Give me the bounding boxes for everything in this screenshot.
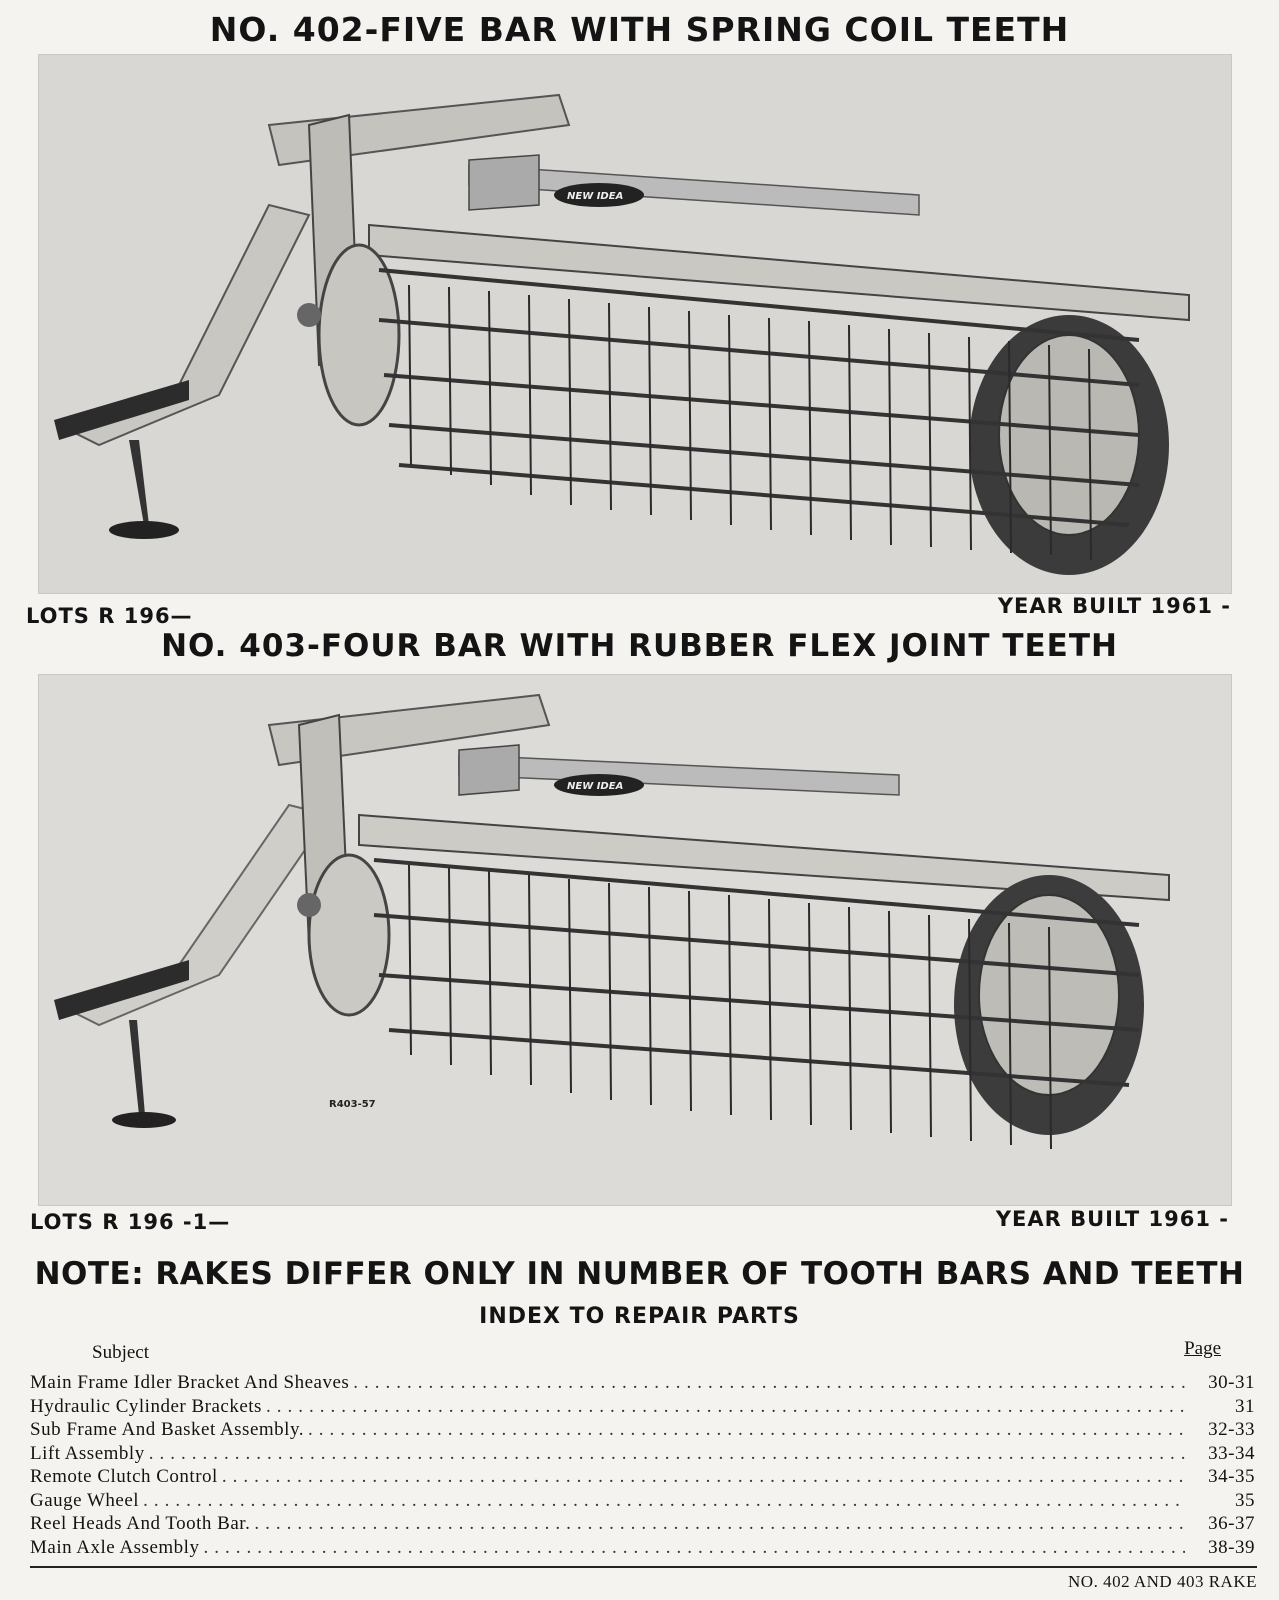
index-row: Main Frame Idler Bracket And Sheaves....… xyxy=(30,1372,1255,1396)
index-row: Remote Clutch Control...................… xyxy=(30,1466,1255,1490)
leader-dots: ........................................… xyxy=(265,1395,1185,1417)
index-row: Reel Heads And Tooth Bar................… xyxy=(30,1513,1255,1537)
rake-402-year-built: YEAR BUILT 1961 - xyxy=(997,594,1231,618)
index-page: 31 xyxy=(1235,1395,1255,1417)
index-page: 35 xyxy=(1235,1489,1255,1511)
index-subject: Hydraulic Cylinder Brackets xyxy=(30,1395,262,1417)
index-subject: Main Axle Assembly xyxy=(30,1536,200,1558)
rake-403-year-built: YEAR BUILT 1961 - xyxy=(995,1207,1229,1231)
rake-402-illustration xyxy=(39,55,1231,593)
leader-dots: ........................................… xyxy=(353,1372,1185,1393)
leader-dots: ........................................… xyxy=(307,1419,1185,1440)
new-idea-badge: NEW IDEA xyxy=(567,781,624,792)
footer-label: NO. 402 AND 403 RAKE xyxy=(1068,1572,1257,1591)
index-subject: Remote Clutch Control xyxy=(30,1466,218,1487)
rake-403-title: NO. 403-FOUR BAR WITH RUBBER FLEX JOINT … xyxy=(161,628,1118,664)
rake-402-title: NO. 402-FIVE BAR WITH SPRING COIL TEETH xyxy=(209,10,1070,49)
rake-403-illustration xyxy=(39,675,1231,1205)
leader-dots: ........................................… xyxy=(203,1536,1185,1558)
rake-402-photo: NEW IDEA xyxy=(38,54,1232,594)
index-page: 36-37 xyxy=(1208,1513,1255,1534)
leader-dots: ........................................… xyxy=(254,1513,1185,1534)
footer-rule xyxy=(30,1566,1257,1568)
index-row: Hydraulic Cylinder Brackets.............… xyxy=(30,1396,1255,1420)
page-column-header: Page xyxy=(1184,1338,1221,1359)
new-idea-badge: NEW IDEA xyxy=(567,191,624,202)
index-page: 38-39 xyxy=(1208,1536,1255,1558)
note-heading: NOTE: RAKES DIFFER ONLY IN NUMBER OF TOO… xyxy=(34,1256,1245,1292)
leader-dots: ........................................… xyxy=(148,1442,1185,1464)
index-row: Main Axle Assembly......................… xyxy=(30,1537,1255,1561)
index-title: INDEX TO REPAIR PARTS xyxy=(479,1304,800,1329)
index-page: 32-33 xyxy=(1208,1419,1255,1440)
index-row: Sub Frame And Basket Assembly...........… xyxy=(30,1419,1255,1443)
index-row: Gauge Wheel.............................… xyxy=(30,1490,1255,1514)
leader-dots: ........................................… xyxy=(143,1489,1185,1511)
index-page: 33-34 xyxy=(1208,1442,1255,1464)
index-subject: Main Frame Idler Bracket And Sheaves xyxy=(30,1372,350,1393)
rake-402-lots: LOTS R 196— xyxy=(26,604,193,628)
rake-403-photo: NEW IDEA R403-57 xyxy=(38,674,1232,1206)
index-subject: Sub Frame And Basket Assembly. xyxy=(30,1419,304,1440)
index-subject: Reel Heads And Tooth Bar. xyxy=(30,1513,251,1534)
subject-column-header: Subject xyxy=(92,1342,149,1363)
index-subject: Gauge Wheel xyxy=(30,1489,140,1511)
photo-plate-number: R403-57 xyxy=(329,1099,376,1110)
index-page: 34-35 xyxy=(1208,1466,1255,1487)
index-subject: Lift Assembly xyxy=(30,1442,145,1464)
index-list: Main Frame Idler Bracket And Sheaves....… xyxy=(30,1372,1255,1560)
index-row: Lift Assembly...........................… xyxy=(30,1443,1255,1467)
rake-403-lots: LOTS R 196 -1— xyxy=(30,1210,231,1234)
index-page: 30-31 xyxy=(1208,1372,1255,1393)
leader-dots: ........................................… xyxy=(221,1466,1185,1487)
